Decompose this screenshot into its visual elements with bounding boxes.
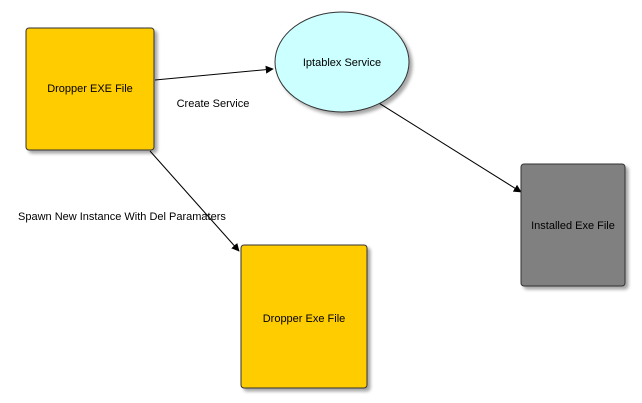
- node-iptablex-service-ellipse: [274, 11, 410, 113]
- node-iptablex-service-label: Iptablex Service: [303, 57, 381, 69]
- node-dropper-exe-top[interactable]: Dropper EXE File: [25, 27, 155, 151]
- node-dropper-exe-bottom[interactable]: Dropper Exe File: [240, 244, 368, 389]
- edge-create-service: [154, 65, 274, 81]
- edge-spawn-new-instance: [149, 150, 240, 252]
- node-dropper-exe-bottom-box: [240, 244, 368, 389]
- edge-service-to-installed: [373, 99, 522, 193]
- node-dropper-exe-bottom-label: Dropper Exe File: [263, 313, 346, 325]
- node-iptablex-service[interactable]: Iptablex Service: [274, 11, 410, 113]
- edge-create-service-label: Create Service: [177, 98, 250, 110]
- node-installed-exe[interactable]: Installed Exe File: [520, 163, 626, 287]
- node-dropper-exe-top-label: Dropper EXE File: [47, 83, 133, 95]
- node-dropper-exe-top-box: [25, 27, 155, 151]
- node-installed-exe-label: Installed Exe File: [531, 220, 615, 232]
- node-installed-exe-box: [520, 163, 626, 287]
- edge-spawn-new-instance-label: Spawn New Instance With Del Paramaters: [18, 211, 226, 223]
